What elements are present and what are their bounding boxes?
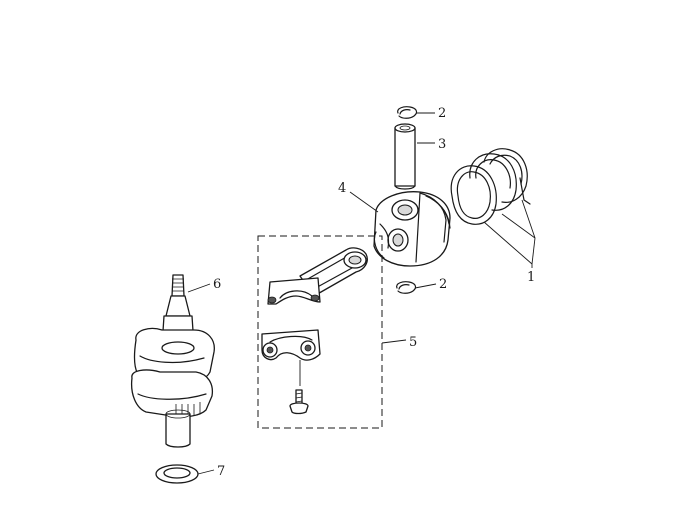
leader-1-bracket [483, 199, 536, 268]
leader-7 [197, 469, 215, 475]
connecting-rod-cap [261, 329, 321, 361]
leader-5 [381, 339, 407, 344]
callout-1: 1 [527, 270, 535, 285]
callout-4: 4 [338, 181, 346, 196]
callout-6: 6 [213, 277, 221, 292]
rod-bolt [289, 389, 309, 415]
callout-2-upper: 2 [438, 106, 446, 121]
connecting-rod [267, 247, 368, 305]
leader-2-lower [414, 283, 437, 289]
wrist-pin [394, 123, 416, 190]
piston [373, 191, 451, 267]
callout-3: 3 [438, 137, 446, 152]
crankshaft [130, 274, 215, 448]
circlip-upper [397, 106, 418, 119]
leader-6 [187, 283, 211, 293]
connecting-rod-group-box [257, 235, 383, 429]
circlip-lower [396, 281, 417, 294]
leader-4 [349, 191, 379, 213]
thrust-washer [155, 464, 199, 484]
piston-rings [450, 148, 531, 225]
callout-7: 7 [217, 464, 225, 479]
callout-2-lower: 2 [439, 277, 447, 292]
callout-5: 5 [409, 335, 417, 350]
